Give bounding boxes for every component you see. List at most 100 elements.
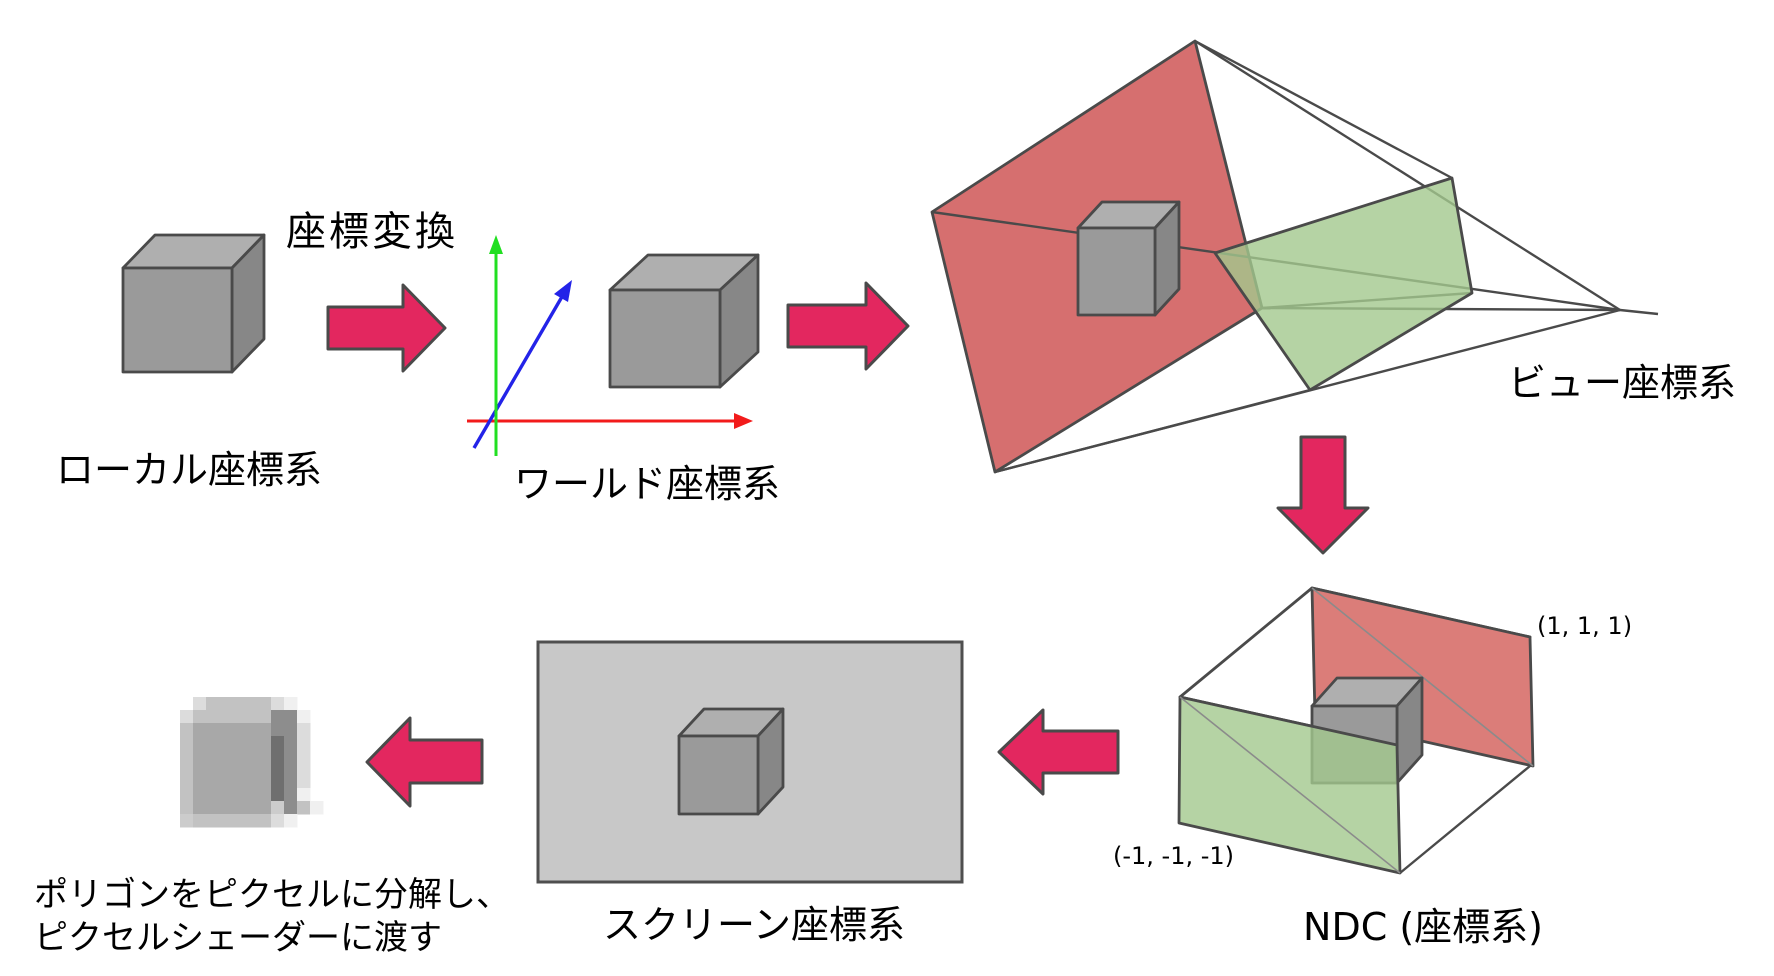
raster-pixel (297, 788, 311, 802)
raster-pixel (232, 801, 246, 815)
pixel-raster (180, 697, 324, 828)
raster-pixel (193, 762, 207, 776)
raster-pixel (271, 788, 285, 802)
screen-view (536, 640, 964, 884)
raster-pixel (245, 788, 259, 802)
raster-pixel (271, 697, 285, 711)
raster-pixel (193, 736, 207, 750)
raster-pixel (193, 697, 207, 711)
screen-to-raster-arrow-icon (365, 716, 484, 808)
raster-pixel (206, 814, 220, 828)
raster-pixel (258, 801, 272, 815)
raster-pixel (206, 697, 220, 711)
near-far-connector-top (1194, 39, 1453, 180)
raster-pixel (271, 814, 285, 828)
raster-pixel (284, 710, 298, 724)
raster-pixel (297, 801, 311, 815)
z-axis-arrowhead-icon (554, 280, 572, 302)
raster-pixel (219, 723, 233, 737)
transform-label: 座標変換 (286, 209, 458, 255)
raster-pixel (258, 723, 272, 737)
raster-pixel (180, 775, 194, 789)
raster-pixel (193, 775, 207, 789)
raster-pixel (284, 801, 298, 815)
raster-pixel (297, 723, 311, 737)
screen-label: スクリーン座標系 (603, 903, 905, 947)
raster-pixel (206, 736, 220, 750)
x-axis-arrowhead-icon (734, 413, 753, 429)
raster-caption-line2: ピクセルシェーダーに渡す (34, 918, 442, 958)
y-axis-arrowhead-icon (489, 235, 503, 254)
raster-pixel (245, 723, 259, 737)
local-cube (121, 233, 266, 374)
raster-pixel (180, 814, 194, 828)
raster-pixel (219, 736, 233, 750)
raster-pixel (206, 710, 220, 724)
view-to-ndc-arrow-icon (1276, 435, 1370, 555)
raster-pixel (258, 697, 272, 711)
raster-pixel (206, 749, 220, 763)
raster-pixel (206, 775, 220, 789)
ndc-label: NDC (座標系) (1303, 905, 1543, 949)
raster-pixel (180, 749, 194, 763)
raster-pixel (193, 710, 207, 724)
raster-pixel (245, 736, 259, 750)
raster-pixel (232, 736, 246, 750)
world-to-view-arrow-icon (786, 281, 910, 371)
raster-pixel (219, 762, 233, 776)
raster-pixel (193, 814, 207, 828)
local-to-world-arrow-icon (326, 283, 447, 373)
raster-pixel (271, 710, 285, 724)
raster-pixel (271, 775, 285, 789)
ndc-box: (1, 1, 1) (-1, -1, -1) (1113, 586, 1632, 875)
raster-pixel (271, 801, 285, 815)
raster-caption-line1: ポリゴンをピクセルに分解し、 (34, 875, 510, 915)
local-cube-front-face (121, 266, 234, 374)
raster-pixel (219, 710, 233, 724)
raster-pixel (193, 801, 207, 815)
raster-pixel (219, 775, 233, 789)
raster-pixel (219, 801, 233, 815)
raster-pixel (258, 749, 272, 763)
raster-pixel (180, 710, 194, 724)
raster-pixel (297, 736, 311, 750)
raster-pixel (245, 775, 259, 789)
world-axes (467, 235, 753, 456)
view-cube-front-face (1076, 226, 1157, 317)
raster-pixel (284, 775, 298, 789)
raster-pixel (258, 775, 272, 789)
raster-pixel (219, 697, 233, 711)
raster-pixel (232, 775, 246, 789)
raster-pixel (206, 762, 220, 776)
view-frustum (930, 39, 1659, 474)
raster-pixel (284, 749, 298, 763)
screen-cube (677, 707, 785, 816)
raster-pixel (219, 788, 233, 802)
local-label: ローカル座標系 (56, 448, 322, 492)
raster-pixel (232, 710, 246, 724)
raster-pixel (245, 814, 259, 828)
ndc-front-face-diagonal (1179, 696, 1401, 874)
raster-pixel (297, 710, 311, 724)
raster-pixel (258, 762, 272, 776)
raster-pixel (232, 749, 246, 763)
world-cube-front-face (608, 288, 722, 389)
raster-pixel (297, 762, 311, 776)
raster-pixel (284, 723, 298, 737)
raster-pixel (245, 697, 259, 711)
raster-pixel (284, 762, 298, 776)
raster-pixel (258, 788, 272, 802)
raster-pixel (271, 762, 285, 776)
raster-pixel (180, 723, 194, 737)
raster-pixel (258, 710, 272, 724)
near-far-connector-bottom (994, 388, 1311, 474)
near-plane (1213, 176, 1474, 392)
raster-pixel (232, 762, 246, 776)
raster-pixel (284, 814, 298, 828)
raster-pixel (297, 749, 311, 763)
raster-pixel (245, 801, 259, 815)
raster-pixel (232, 697, 246, 711)
raster-pixel (271, 736, 285, 750)
